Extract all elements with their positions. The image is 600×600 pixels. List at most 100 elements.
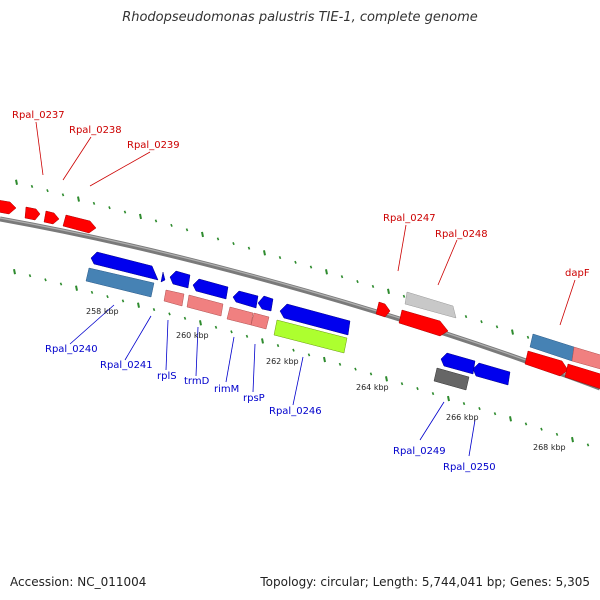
top-tick-mark: [123, 210, 127, 214]
bottom-tick-mark: [369, 372, 373, 376]
top-tick-mark: [356, 279, 359, 284]
gene-rpal-0239-arrow[interactable]: [43, 210, 60, 225]
gene-rpal-0241-arrow[interactable]: [160, 271, 166, 283]
bottom-tick-mark: [214, 325, 218, 329]
scale-label-258: 258 kbp: [86, 307, 119, 316]
bottom-tick-mark: [75, 285, 78, 291]
gene-rpal-0239b-arrow[interactable]: [62, 214, 97, 234]
bottom-tick-mark: [292, 348, 295, 352]
gene-rpsp-arrow[interactable]: [257, 295, 274, 312]
bottom-tick-mark: [400, 382, 404, 386]
top-tick-mark: [216, 237, 220, 241]
scale-label-264: 264 kbp: [356, 383, 389, 392]
gene-rpal-0247-arrow[interactable]: [375, 301, 391, 318]
top-tick-mark: [464, 314, 468, 319]
top-tick-mark: [263, 250, 266, 256]
bottom-tick-mark: [28, 274, 32, 278]
gene-label-rpal-0241: Rpal_0241: [100, 360, 153, 371]
gene-rpls-bar[interactable]: [163, 289, 185, 307]
top-tick-mark: [526, 335, 530, 339]
gene-rpal-0250-arrow[interactable]: [472, 362, 511, 386]
gene-rpal-0238-arrow[interactable]: [24, 206, 41, 221]
bottom-tick-mark: [586, 443, 590, 447]
bottom-tick-mark: [493, 412, 497, 416]
bottom-tick-mark: [199, 320, 202, 326]
gene-rpal-0246-bar[interactable]: [273, 319, 348, 354]
bottom-tick-mark: [137, 302, 140, 308]
gene-label-rpal-0239: Rpal_0239: [127, 140, 180, 151]
gene-rimm-bar[interactable]: [226, 306, 254, 326]
bottom-tick-mark: [447, 395, 450, 402]
top-tick-mark: [387, 288, 390, 295]
gene-label-rpsp: rpsP: [243, 393, 265, 404]
gene-rpal-0240-bar[interactable]: [85, 267, 155, 298]
gene-label-rpal-0248: Rpal_0248: [435, 229, 488, 240]
bottom-tick-mark: [261, 338, 264, 344]
top-tick-mark: [30, 184, 34, 188]
gene-rimm-arrow[interactable]: [232, 290, 259, 309]
bottom-tick-mark: [152, 308, 156, 312]
bottom-tick-mark: [385, 376, 388, 382]
scale-label-266: 266 kbp: [446, 413, 479, 422]
bottom-tick-mark: [509, 416, 512, 422]
gene-rpsp-bar[interactable]: [250, 312, 270, 330]
top-tick-mark: [92, 201, 96, 205]
genome-backbone: [0, 216, 600, 391]
genome-title: Rhodopseudomonas palustris TIE-1, comple…: [122, 10, 478, 25]
gene-rpal-0249-arrow[interactable]: [440, 352, 476, 375]
bottom-connectors: [69, 304, 476, 457]
gene-rpal-0237-arrow[interactable]: [0, 200, 17, 215]
top-tick-mark: [309, 265, 313, 269]
bottom-tick-mark: [416, 387, 419, 391]
bottom-tick-mark: [462, 402, 466, 406]
gene-rpls-arrow[interactable]: [169, 270, 191, 289]
bottom-tick-track: [13, 268, 590, 447]
gene-label-rpal-0238: Rpal_0238: [69, 125, 122, 136]
scale-label-268: 268 kbp: [533, 443, 566, 452]
genome-info-text: Topology: circular; Length: 5,744,041 bp…: [260, 575, 590, 589]
bottom-tick-mark: [307, 353, 311, 357]
gene-label-rimm: rimM: [214, 384, 239, 395]
top-tick-mark: [278, 255, 282, 260]
top-tick-mark: [61, 193, 65, 197]
gene-trmd-bar[interactable]: [186, 294, 224, 317]
bottom-tick-mark: [121, 299, 125, 303]
bottom-tick-mark: [44, 278, 47, 282]
gene-rpal-0248-arrow[interactable]: [398, 309, 449, 337]
accession-text: Accession: NC_011004: [10, 575, 147, 589]
top-tick-mark: [46, 189, 49, 193]
gene-dapf-red2-arrow[interactable]: [564, 363, 600, 390]
scale-label-262: 262 kbp: [266, 357, 299, 366]
gene-dapf-red-arrow[interactable]: [524, 350, 569, 377]
gene-rpal-0246-arrow[interactable]: [279, 303, 351, 336]
top-tick-mark: [495, 325, 499, 329]
bottom-tick-mark: [354, 367, 357, 371]
top-tick-mark: [15, 179, 18, 185]
bottom-tick-mark: [13, 268, 16, 275]
gene-label-trmd: trmD: [184, 376, 210, 387]
bottom-tick-mark: [524, 422, 528, 426]
bottom-tick-mark: [59, 282, 63, 286]
bottom-tick-mark: [168, 312, 171, 316]
bottom-tick-mark: [90, 290, 94, 294]
gene-dapf-pink-arrow[interactable]: [571, 346, 600, 370]
top-tick-mark: [511, 329, 514, 335]
gene-label-rpls: rplS: [157, 371, 177, 382]
scale-label-260: 260 kbp: [176, 331, 209, 340]
bottom-strand-genes: [85, 251, 511, 391]
top-tick-mark: [139, 213, 142, 220]
gene-rpal-0240-arrow[interactable]: [90, 251, 159, 281]
top-connectors: [35, 121, 576, 326]
top-tick-mark: [480, 320, 483, 324]
top-tick-mark: [185, 228, 189, 232]
bottom-tick-mark: [323, 356, 326, 363]
gene-rpal-0249-bar[interactable]: [433, 367, 470, 391]
bottom-tick-mark: [245, 334, 249, 338]
top-tick-mark: [247, 246, 251, 250]
gene-label-rpal-0237: Rpal_0237: [12, 110, 65, 121]
bottom-tick-mark: [571, 436, 574, 443]
gene-trmd-arrow[interactable]: [192, 278, 229, 300]
top-tick-mark: [371, 284, 375, 288]
gene-grey-arrow[interactable]: [404, 291, 457, 319]
top-tick-mark: [77, 196, 80, 202]
